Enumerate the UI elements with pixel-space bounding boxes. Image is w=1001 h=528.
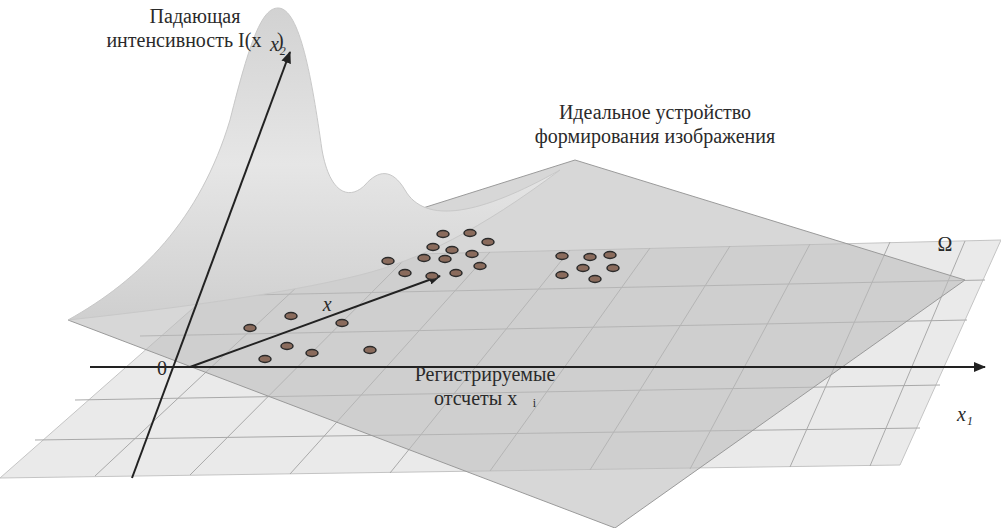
axis-label: x₂ bbox=[258, 32, 298, 56]
samples-label: Регистрируемые отсчеты x⃗ᵢ bbox=[380, 362, 590, 410]
device-label: Идеальное устройство формирования изобра… bbox=[520, 100, 790, 148]
sample-dots bbox=[244, 230, 619, 363]
position-vector bbox=[190, 276, 440, 367]
x2-axis bbox=[132, 52, 290, 478]
intensity-surface bbox=[68, 8, 560, 320]
plane-label: Ω bbox=[930, 232, 960, 256]
origin-label: 0 bbox=[150, 356, 174, 380]
intensity-label: Падающая интенсивность I(x⃗) bbox=[95, 4, 295, 52]
vector-label: x⃗ bbox=[315, 292, 355, 316]
axis-label: x₁ bbox=[945, 402, 985, 426]
